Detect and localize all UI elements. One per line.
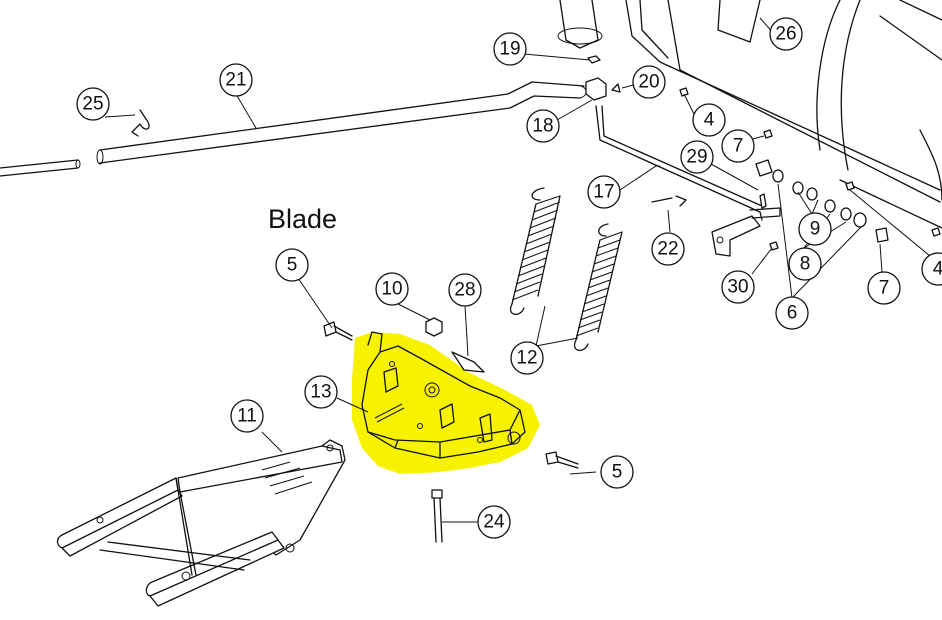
a-frame <box>56 439 346 607</box>
callout-8: 8 <box>788 247 822 281</box>
callout-26: 26 <box>769 17 803 51</box>
small-hardware <box>585 55 763 221</box>
svg-text:11: 11 <box>237 406 257 427</box>
bracket-17 <box>711 207 781 257</box>
svg-text:10: 10 <box>381 279 402 300</box>
svg-text:25: 25 <box>82 94 103 115</box>
callout-5-left: 5 <box>275 248 309 282</box>
callout-21: 21 <box>219 63 253 97</box>
bolts <box>323 321 579 543</box>
svg-text:7: 7 <box>733 136 744 157</box>
clip-pin <box>131 109 150 137</box>
svg-text:8: 8 <box>800 254 811 275</box>
svg-text:21: 21 <box>225 70 246 91</box>
svg-text:26: 26 <box>775 24 796 45</box>
callout-4-top: 4 <box>692 103 726 137</box>
svg-text:24: 24 <box>483 512 505 533</box>
callout-20: 20 <box>632 65 666 99</box>
callout-28: 28 <box>448 273 482 307</box>
callout-6: 6 <box>775 296 809 330</box>
callout-24: 24 <box>477 505 511 539</box>
callout-7-right: 7 <box>867 271 901 305</box>
callout-10: 10 <box>375 272 409 306</box>
callout-5-right: 5 <box>600 455 634 489</box>
section-label: Blade <box>268 204 337 234</box>
callout-13: 13 <box>304 375 338 409</box>
svg-text:13: 13 <box>310 382 331 403</box>
svg-text:9: 9 <box>810 219 821 240</box>
hardware-right <box>651 87 941 251</box>
callout-19: 19 <box>493 32 527 66</box>
springs <box>509 187 623 351</box>
svg-text:29: 29 <box>686 147 707 168</box>
mount-plate <box>361 331 526 459</box>
svg-text:22: 22 <box>657 239 678 260</box>
part-13-highlight <box>352 332 540 474</box>
svg-text:20: 20 <box>638 72 659 93</box>
svg-text:12: 12 <box>516 348 537 369</box>
callout-17: 17 <box>587 175 621 209</box>
lift-rod <box>0 81 587 177</box>
svg-text:5: 5 <box>287 255 298 276</box>
callout-22: 22 <box>651 232 685 266</box>
svg-text:18: 18 <box>532 116 553 137</box>
callout-4-right: 4 <box>921 252 942 286</box>
callout-7-top: 7 <box>721 129 755 163</box>
svg-text:19: 19 <box>499 39 520 60</box>
svg-text:6: 6 <box>787 303 798 324</box>
svg-text:17: 17 <box>593 182 614 203</box>
svg-text:28: 28 <box>454 280 475 301</box>
callout-18: 18 <box>526 109 560 143</box>
blade-moldboard <box>557 0 942 229</box>
decal-28 <box>451 351 485 373</box>
svg-text:5: 5 <box>612 462 623 483</box>
callout-29: 29 <box>680 140 714 174</box>
svg-text:4: 4 <box>933 259 942 280</box>
callout-30: 30 <box>721 270 755 304</box>
callout-11: 11 <box>230 399 264 433</box>
nut-10 <box>425 317 443 337</box>
callout-9: 9 <box>798 212 832 246</box>
callout-12: 12 <box>510 341 544 375</box>
svg-text:4: 4 <box>704 110 715 131</box>
svg-text:30: 30 <box>727 277 748 298</box>
svg-text:7: 7 <box>879 278 890 299</box>
callout-25: 25 <box>76 87 110 121</box>
